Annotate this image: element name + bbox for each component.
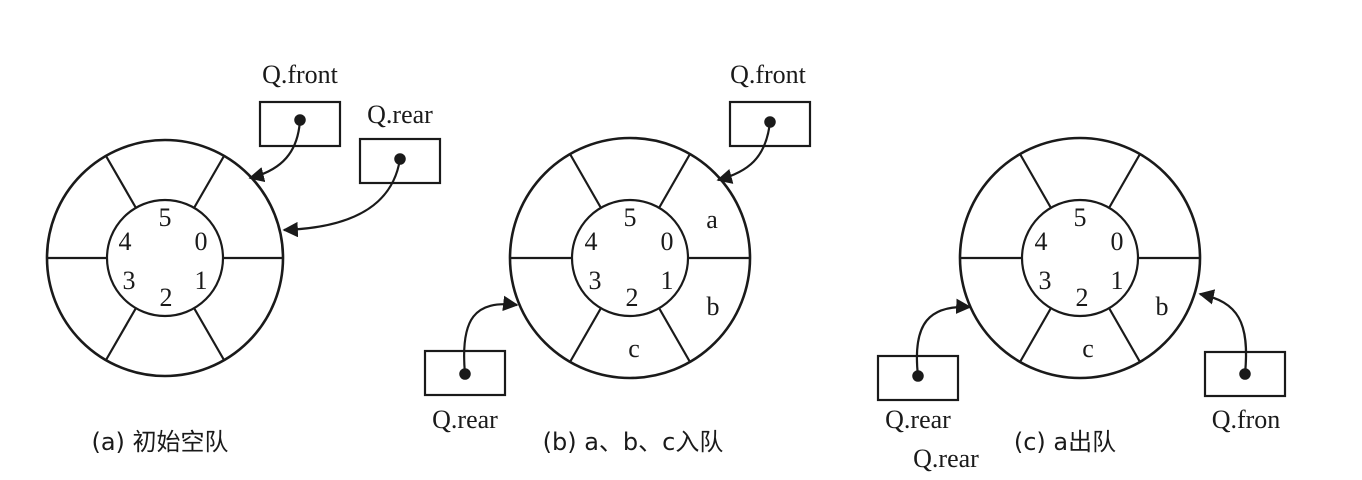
slot-content-1: b xyxy=(1156,292,1169,321)
divider xyxy=(1108,307,1141,363)
divider xyxy=(105,155,137,209)
divider xyxy=(1108,153,1141,209)
slot-index-5: 5 xyxy=(1074,203,1087,232)
divider xyxy=(105,307,137,361)
caption: (b) a、b、c入队 xyxy=(543,428,724,456)
slot-content-2: c xyxy=(628,334,640,363)
diagram-a: 0 1 2 3 4 5 Q.front Q.rear (a) 初始空队 xyxy=(45,60,442,456)
pointer-arrow-front xyxy=(716,121,772,184)
slot-index-1: 1 xyxy=(661,266,674,295)
pointer-label-rear-extra: Q.rear xyxy=(913,444,979,473)
slot-index-4: 4 xyxy=(1035,227,1048,256)
divider xyxy=(569,307,602,363)
divider xyxy=(193,307,225,361)
slot-content-0: a xyxy=(706,205,718,234)
slot-index-4: 4 xyxy=(585,227,598,256)
divider xyxy=(1019,307,1052,363)
pointer-arrow-front xyxy=(248,119,302,183)
pointer-label-rear: Q.rear xyxy=(885,405,951,434)
divider xyxy=(193,155,225,209)
slot-index-1: 1 xyxy=(1111,266,1124,295)
slot-content-2: c xyxy=(1082,334,1094,363)
slot-index-0: 0 xyxy=(1111,227,1124,256)
diagram-c: 0 1 2 3 4 5 b c Q.rear Q.rear Q.fron (c)… xyxy=(876,136,1287,473)
slot-index-3: 3 xyxy=(123,266,136,295)
divider xyxy=(1019,153,1052,209)
divider xyxy=(658,307,691,363)
pointer-label-rear: Q.rear xyxy=(367,100,433,129)
slot-index-2: 2 xyxy=(1076,283,1089,312)
pointer-label-rear: Q.rear xyxy=(432,405,498,434)
slot-index-5: 5 xyxy=(159,203,172,232)
slot-index-4: 4 xyxy=(119,227,132,256)
slot-index-2: 2 xyxy=(160,283,173,312)
slot-content-1: b xyxy=(707,292,720,321)
pointer-arrow-rear xyxy=(282,158,402,238)
slot-index-1: 1 xyxy=(195,266,208,295)
slot-index-0: 0 xyxy=(195,227,208,256)
slot-index-2: 2 xyxy=(626,283,639,312)
pointer-arrow-rear xyxy=(915,298,972,377)
pointer-label-front: Q.front xyxy=(730,60,807,89)
pointer-arrow-front xyxy=(1198,289,1248,375)
pointer-label-front: Q.fron xyxy=(1212,405,1281,434)
slot-index-5: 5 xyxy=(624,203,637,232)
caption: (a) 初始空队 xyxy=(91,428,228,456)
slot-index-3: 3 xyxy=(1039,266,1052,295)
slot-index-0: 0 xyxy=(661,227,674,256)
divider xyxy=(569,153,602,209)
caption: (c) a出队 xyxy=(1014,428,1116,456)
pointer-label-front: Q.front xyxy=(262,60,339,89)
slot-index-3: 3 xyxy=(589,266,602,295)
pointer-arrow-rear xyxy=(463,295,519,375)
divider xyxy=(658,153,691,209)
diagram-b: 0 1 2 3 4 5 a b c Q.front Q.rear (b) a、b… xyxy=(423,60,812,456)
